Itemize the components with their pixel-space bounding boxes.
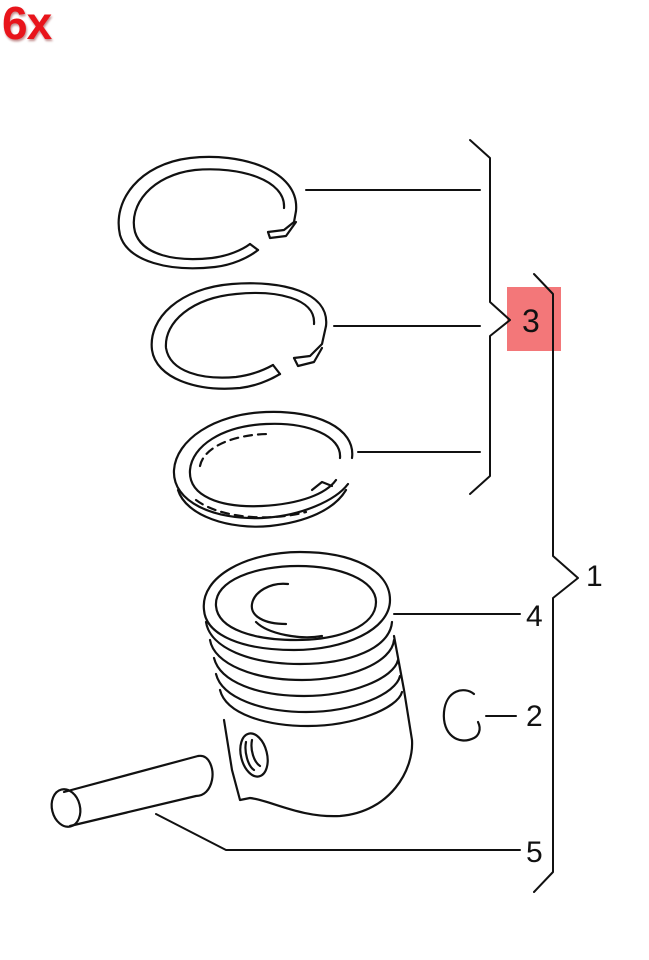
quantity-badge: 6x <box>2 0 52 49</box>
callout-2[interactable]: 2 <box>526 700 543 733</box>
callout-5[interactable]: 5 <box>526 836 543 869</box>
piston-ring-oil <box>172 410 354 528</box>
piston-ring-top <box>117 155 298 270</box>
callout-4[interactable]: 4 <box>526 600 543 633</box>
piston <box>202 550 414 818</box>
callout-1[interactable]: 1 <box>586 560 603 593</box>
circlip <box>442 689 481 742</box>
bracket-3 <box>469 139 511 495</box>
bracket-1 <box>533 273 579 893</box>
piston-pin <box>50 754 214 828</box>
piston-ring-second <box>150 282 328 390</box>
callout-3[interactable]: 3 <box>522 303 540 339</box>
